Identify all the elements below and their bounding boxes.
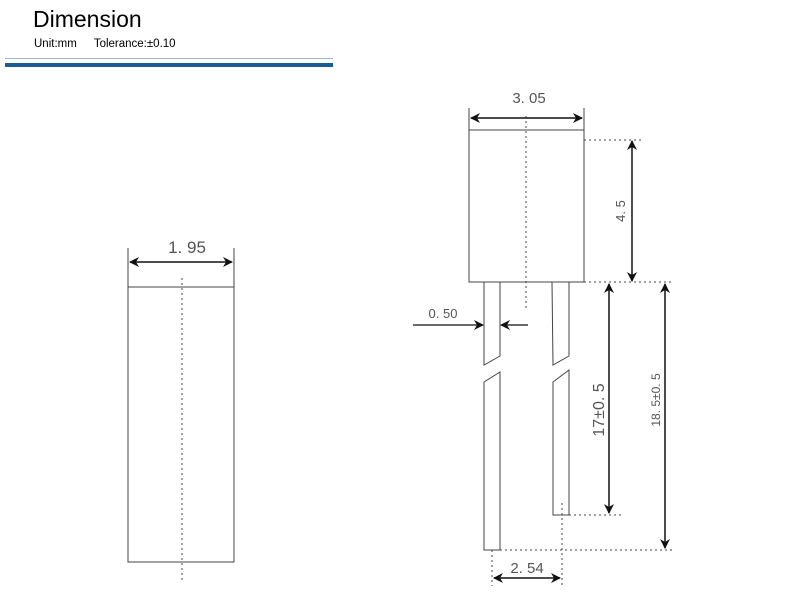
short-lead-length-label: 17±0. 5 xyxy=(591,383,608,436)
body-width-label: 3. 05 xyxy=(512,90,545,107)
side-width-label: 1. 95 xyxy=(168,238,206,257)
long-lead-length-label: 18. 5±0. 5 xyxy=(649,373,663,427)
left-lead-upper xyxy=(483,281,501,366)
header-divider-thick xyxy=(5,63,333,67)
unit-label: Unit:mm xyxy=(34,38,77,50)
header-divider-thin xyxy=(5,58,333,59)
lead-width-label: 0. 50 xyxy=(429,306,458,321)
tolerance-label: Tolerance:±0.10 xyxy=(93,38,176,50)
left-lead-lower xyxy=(483,371,501,551)
right-lead-lower xyxy=(552,369,570,516)
right-lead-upper xyxy=(551,281,570,366)
page-title: Dimension xyxy=(33,6,142,32)
body-height-label: 4. 5 xyxy=(613,200,628,222)
side-view-outline xyxy=(127,286,235,563)
lead-pitch-label: 2. 54 xyxy=(510,560,543,577)
units-line: Unit:mm Tolerance:±0.10 xyxy=(34,38,190,50)
